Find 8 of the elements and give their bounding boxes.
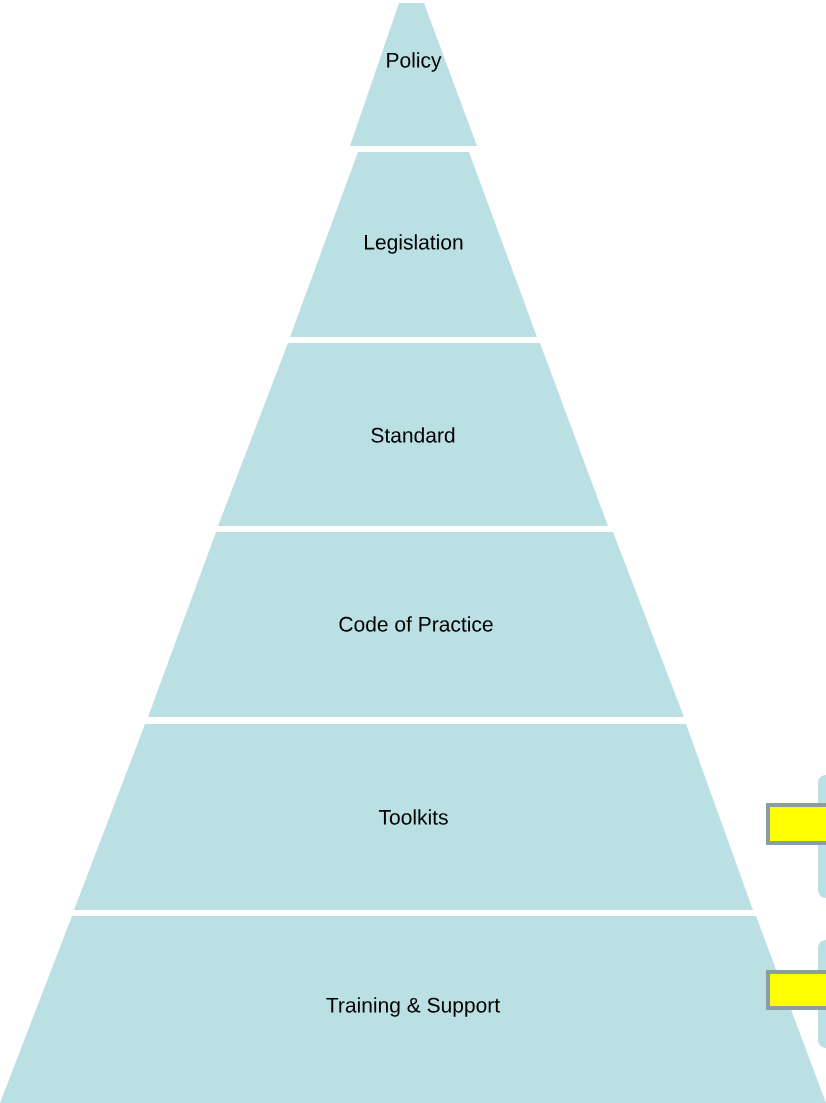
pyramid-level: Training & Support bbox=[0, 916, 826, 1103]
bar bbox=[766, 970, 826, 1010]
pyramid-level: Toolkits bbox=[74, 724, 753, 910]
pyramid-level: Standard bbox=[218, 343, 608, 526]
pyramid-level: Code of Practice bbox=[148, 532, 684, 717]
pyramid-level: Policy bbox=[350, 3, 477, 146]
bar bbox=[766, 803, 826, 845]
pyramid-level: Legislation bbox=[290, 152, 537, 337]
